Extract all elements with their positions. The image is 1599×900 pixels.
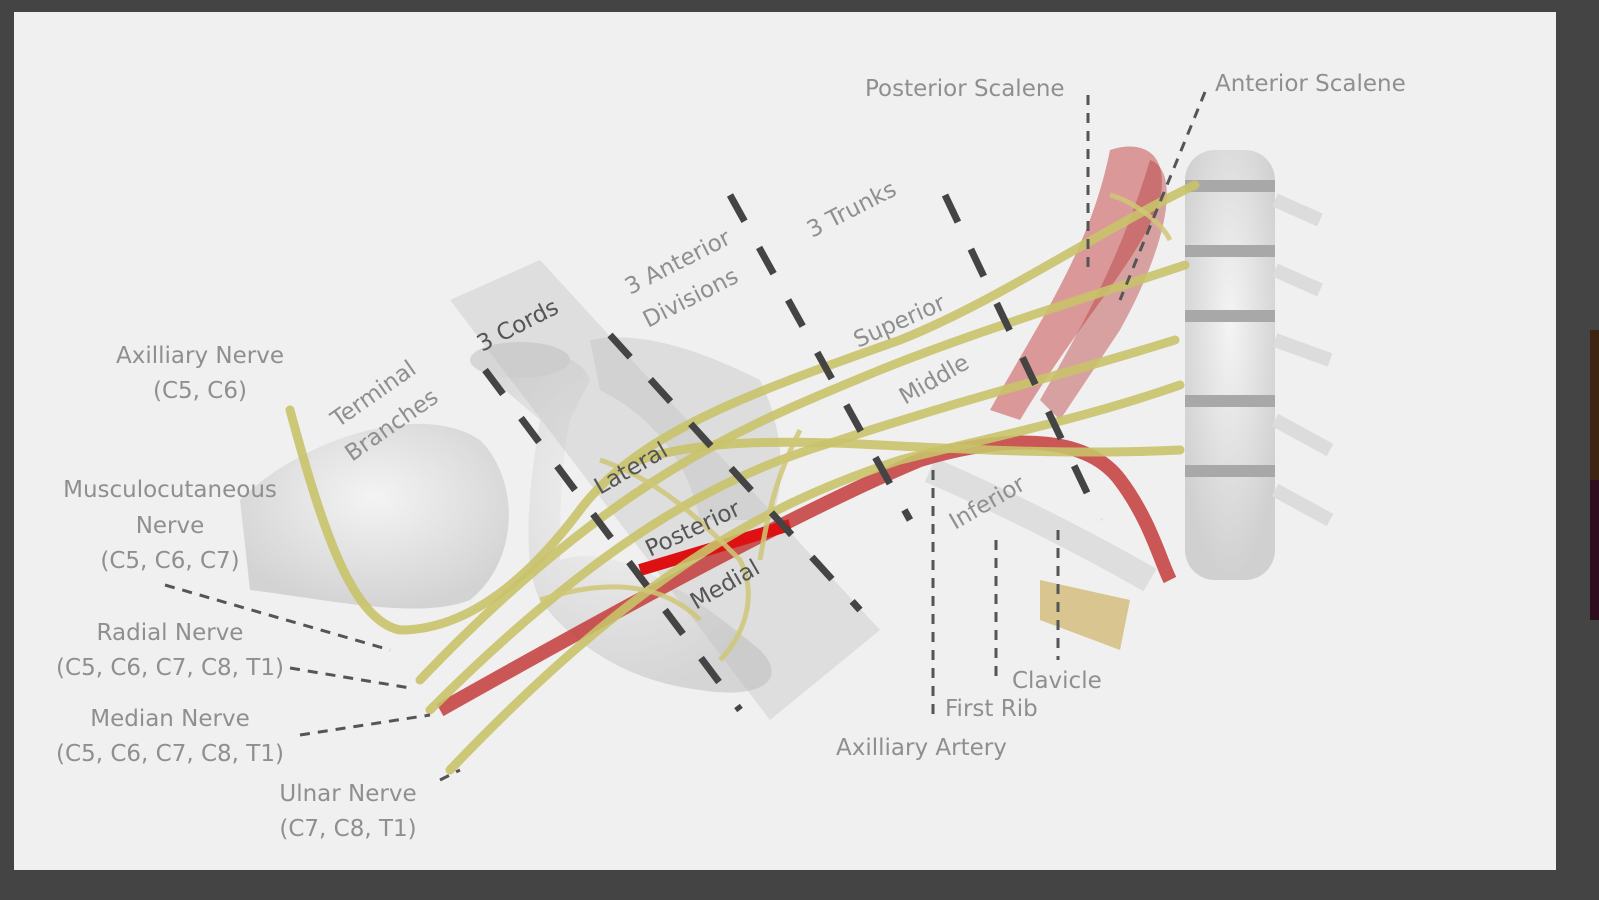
clavicle-label: Clavicle (1012, 668, 1102, 694)
leader-lines (164, 91, 1207, 782)
musculocutaneous-nerve-roots: (C5, C6, C7) (100, 548, 239, 574)
radial-nerve-label: Radial Nerve (97, 620, 244, 646)
ulnar-nerve-label: Ulnar Nerve (279, 781, 416, 807)
edge-strip (1590, 330, 1599, 480)
edge-strip (1590, 480, 1599, 620)
trunks-region-label: 3 Trunks (803, 176, 901, 243)
cords-region-band (450, 260, 880, 720)
anterior-scalene-label: Anterior Scalene (1215, 71, 1406, 97)
axillary-nerve-label: Axilliary Nerve (116, 343, 284, 369)
first-rib-label: First Rib (945, 696, 1038, 722)
first-rib (924, 458, 1157, 592)
musculocutaneous-nerve-label-1: Musculocutaneous (63, 477, 277, 503)
median-nerve-label: Median Nerve (90, 706, 250, 732)
clavicle-bone (1040, 580, 1130, 650)
cervical-spine (1185, 150, 1334, 580)
median-nerve-roots: (C5, C6, C7, C8, T1) (56, 741, 284, 767)
musculocutaneous-nerve-label-2: Nerve (136, 513, 205, 539)
region-dividers (482, 193, 1104, 713)
anterior-scalene-muscle (990, 146, 1162, 420)
axillary-artery-label: Axilliary Artery (836, 735, 1007, 761)
ulnar-nerve-roots: (C7, C8, T1) (279, 816, 416, 842)
posterior-scalene-label: Posterior Scalene (865, 76, 1065, 102)
radial-nerve-roots: (C5, C6, C7, C8, T1) (56, 655, 284, 681)
axillary-nerve-roots: (C5, C6) (153, 378, 247, 404)
